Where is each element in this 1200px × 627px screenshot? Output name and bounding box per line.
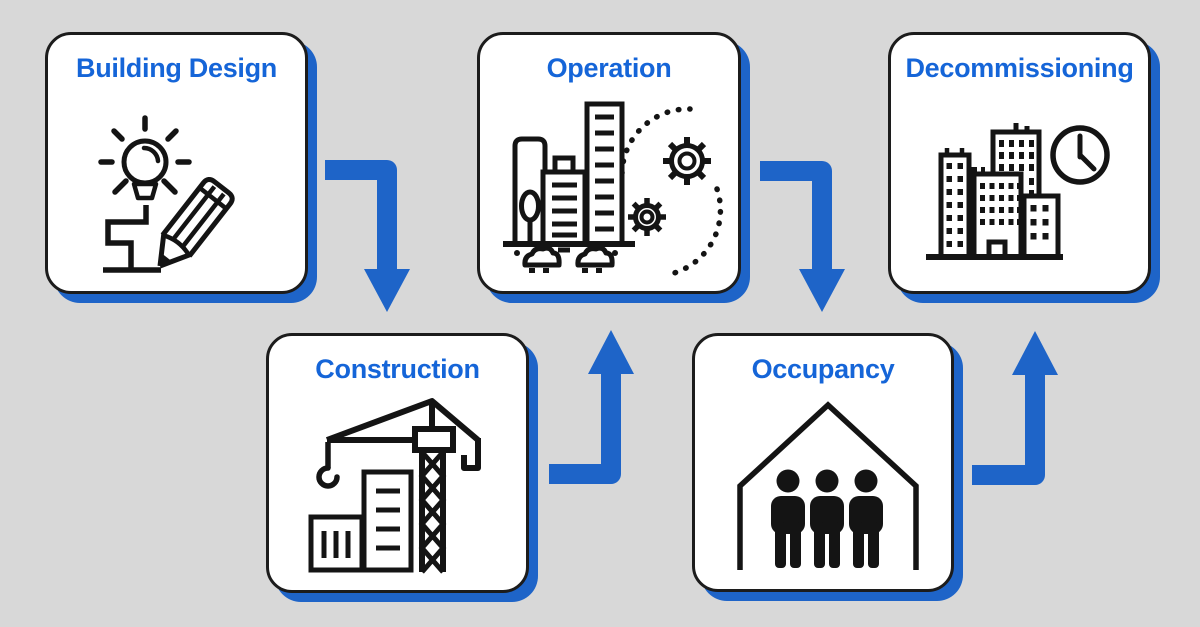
arrow-occupancy-to-decommissioning — [972, 331, 1058, 485]
arrow-building-design-to-construction — [325, 160, 410, 312]
arrow-construction-to-operation — [549, 330, 634, 484]
stage-title-building-design: Building Design — [76, 53, 277, 83]
house-people-icon — [737, 401, 919, 570]
lightbulb-pencil-icon — [98, 115, 235, 273]
stage-title-occupancy: Occupancy — [751, 354, 895, 384]
stage-box-decommissioning: Decommissioning — [888, 32, 1151, 294]
arrow-operation-to-occupancy — [760, 161, 845, 312]
clock-icon — [1050, 125, 1110, 185]
stage-title-construction: Construction — [315, 354, 480, 384]
city-gears-icon — [503, 101, 724, 278]
stage-box-operation: Operation — [477, 32, 741, 294]
stage-title-operation: Operation — [546, 53, 672, 83]
people-silhouettes — [771, 469, 883, 568]
tower-crane-icon — [308, 398, 481, 574]
stage-box-construction: Construction — [266, 333, 529, 593]
buildings-clock-icon — [926, 123, 1110, 260]
stage-box-occupancy: Occupancy — [692, 333, 954, 592]
stage-box-building-design: Building Design — [45, 32, 308, 294]
stage-title-decommissioning: Decommissioning — [905, 53, 1134, 83]
